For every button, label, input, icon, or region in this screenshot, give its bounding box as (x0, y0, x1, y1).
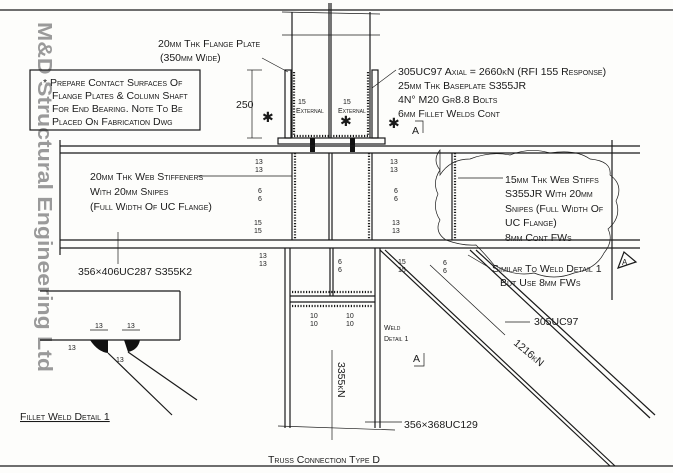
svg-text:6: 6 (394, 188, 398, 195)
bearing-note-box: * Prepare Contact Surfaces Of Flange Pla… (29, 69, 201, 131)
svg-text:With 20mm Snipes: With 20mm Snipes (90, 186, 169, 198)
web-stiffeners-note: 20mm Thk Web Stiffeners With 20mm Snipes… (90, 171, 292, 213)
svg-text:10: 10 (346, 321, 354, 328)
svg-text:20mm Thk Web Stiffeners: 20mm Thk Web Stiffeners (90, 171, 204, 183)
svg-text:8mm Cont FWs: 8mm Cont FWs (505, 232, 572, 244)
svg-text:Snipes (Full Width Of: Snipes (Full Width Of (505, 203, 603, 215)
svg-text:15: 15 (254, 228, 262, 235)
svg-text:* Prepare Contact Surfaces Of: * Prepare Contact Surfaces Of (43, 77, 182, 89)
svg-text:6mm Fillet Welds Cont: 6mm Fillet Welds Cont (398, 108, 501, 120)
svg-text:6: 6 (258, 196, 262, 203)
svg-text:6: 6 (443, 268, 447, 275)
svg-text:6: 6 (338, 267, 342, 274)
svg-text:10: 10 (310, 313, 318, 320)
weld-detail-ref: Weld (384, 325, 401, 332)
svg-text:Flange Plates & Column Shaft: Flange Plates & Column Shaft (52, 90, 188, 102)
section-marker-triangle (616, 250, 638, 269)
svg-text:10: 10 (310, 321, 318, 328)
right-stiffeners-note: 15mm Thk Web Stiffs S355JR With 20mm Sni… (435, 149, 620, 289)
section-mark-a: A (412, 125, 419, 137)
svg-text:13: 13 (259, 261, 267, 268)
svg-text:6: 6 (443, 260, 447, 267)
svg-text:But Use 8mm FWs: But Use 8mm FWs (500, 277, 581, 289)
bolt (310, 138, 315, 152)
svg-text:For End Bearing. Note To Be: For End Bearing. Note To Be (52, 103, 183, 115)
weld-star-icon: ✱ (388, 115, 400, 131)
svg-text:UC Flange): UC Flange) (505, 217, 557, 229)
svg-text:13: 13 (390, 159, 398, 166)
weld-detail-ref: Detail 1 (384, 336, 409, 343)
diagonal-force: 1216kN (511, 337, 546, 369)
svg-text:6: 6 (258, 188, 262, 195)
diagonal-section-label: 305UC97 (534, 316, 579, 328)
watermark: M&D Structural Engineering Ltd (33, 22, 55, 372)
svg-text:4N° M20 Gr8.8 Bolts: 4N° M20 Gr8.8 Bolts (398, 94, 498, 106)
svg-text:Placed On Fabrication Dwg: Placed On Fabrication Dwg (52, 116, 173, 128)
svg-text:10: 10 (346, 313, 354, 320)
lower-column-section: 356×368UC129 (404, 419, 478, 431)
svg-text:13: 13 (127, 323, 135, 330)
fillet-weld-detail: 13 13 13 13 Fillet Weld Detail 1 (20, 290, 198, 423)
bolt (350, 138, 355, 152)
chord-section-label: 356×406UC287 S355K2 (78, 266, 192, 278)
baseplate (277, 137, 386, 145)
svg-text:13: 13 (390, 167, 398, 174)
upper-column-note: 305UC97 Axial = 2660kN (RFI 155 Response… (371, 66, 606, 120)
svg-text:305UC97 Axial = 2660kN (RFI 15: 305UC97 Axial = 2660kN (RFI 155 Response… (398, 66, 606, 78)
lower-column (277, 248, 396, 440)
weld-star-icon: ✱ (340, 113, 352, 129)
svg-text:13: 13 (95, 323, 103, 330)
svg-text:13: 13 (255, 167, 263, 174)
dimension-250: 250 (236, 99, 254, 111)
svg-text:6: 6 (338, 259, 342, 266)
section-mark-a: A (413, 353, 420, 365)
drawing-title: Truss Connection Type D (268, 454, 380, 466)
weld-star-icon: ✱ (262, 109, 274, 125)
svg-text:15: 15 (254, 220, 262, 227)
svg-text:13: 13 (259, 253, 267, 260)
svg-text:13: 13 (68, 345, 76, 352)
flange-plate-label: 20mm Thk Flange Plate (158, 38, 261, 50)
section-marker-label: A (622, 258, 628, 267)
svg-text:13: 13 (392, 228, 400, 235)
svg-text:13: 13 (116, 357, 124, 364)
svg-text:13: 13 (392, 220, 400, 227)
weld-size: 15 (298, 99, 306, 106)
svg-text:25mm Thk Baseplate S355JR: 25mm Thk Baseplate S355JR (398, 80, 526, 92)
svg-text:Similar To Weld Detail 1: Similar To Weld Detail 1 (492, 263, 602, 275)
svg-text:15mm Thk Web Stiffs: 15mm Thk Web Stiffs (505, 174, 599, 186)
svg-text:(Full Width Of UC Flange): (Full Width Of UC Flange) (90, 201, 212, 213)
svg-text:6: 6 (394, 196, 398, 203)
external-label: External (296, 108, 324, 115)
weld-size: 15 (343, 99, 351, 106)
diagonal-member (379, 249, 656, 467)
lower-column-force: 3355kN (335, 362, 347, 398)
fillet-detail-title: Fillet Weld Detail 1 (20, 411, 110, 423)
svg-text:S355JR With 20mm: S355JR With 20mm (505, 188, 593, 200)
svg-text:15: 15 (398, 259, 406, 266)
external-label: External (338, 108, 366, 115)
svg-text:13: 13 (255, 159, 263, 166)
flange-plate-width: (350mm Wide) (160, 52, 221, 64)
top-chord-beam (59, 140, 640, 300)
upper-column (277, 3, 386, 152)
